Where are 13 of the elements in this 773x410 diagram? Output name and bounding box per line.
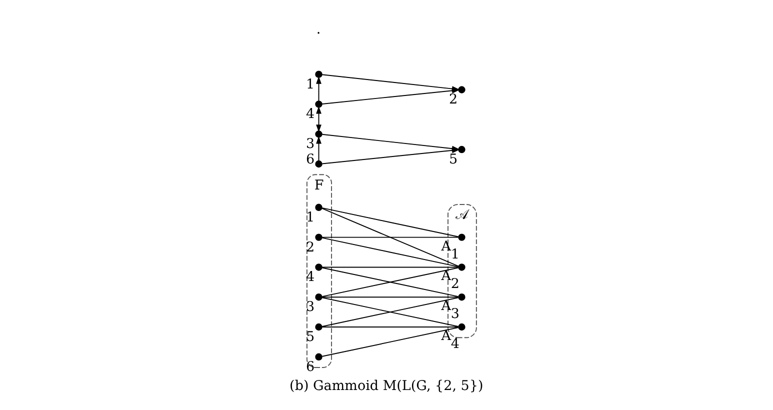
node-label: 2	[306, 239, 315, 256]
node-label: 4	[306, 106, 315, 122]
node-label: 5	[448, 151, 458, 168]
caption: (b) Gammoid M(L(G, {2, 5})	[290, 378, 484, 394]
node-label: 1	[306, 76, 315, 92]
node-label: 2	[448, 92, 458, 108]
node-label: 6	[306, 151, 315, 168]
node-label: 3	[306, 299, 315, 316]
label: .	[316, 22, 321, 38]
node-label: 1	[306, 209, 315, 226]
node-label: 5	[306, 328, 315, 345]
node-label: 4	[306, 269, 315, 286]
node-label: 3	[306, 136, 315, 152]
